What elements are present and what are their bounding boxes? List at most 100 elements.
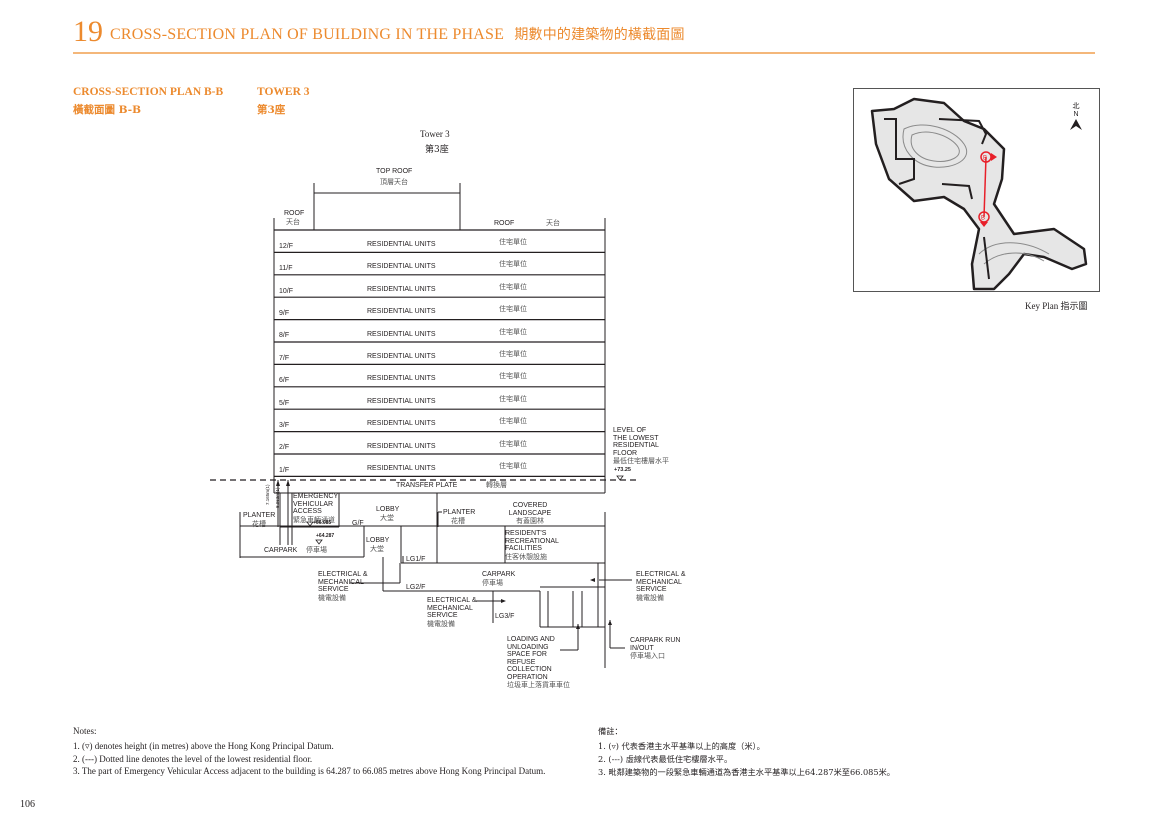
loading-line-2: UNLOADING xyxy=(507,643,549,651)
lowest-level-line-1: LEVEL OF xyxy=(613,427,647,434)
level-marker-icon xyxy=(616,475,624,481)
lowest-level-line-4: FLOOR xyxy=(613,449,638,457)
floor-use-zh: 住宅單位 xyxy=(499,462,527,470)
floor-row: 7/F RESIDENTIAL UNITS 住宅單位 xyxy=(274,342,605,364)
em-right-annotation: ELECTRICAL & MECHANICAL SERVICE 機電設備 xyxy=(636,571,686,602)
covered-landscape-annotation: COVERED LANDSCAPE 有蓋園林 xyxy=(508,502,552,525)
floor-row: 6/F RESIDENTIAL UNITS 住宅單位 xyxy=(274,364,605,386)
carpark-run-zh: 停車場入口 xyxy=(630,652,665,660)
page-title-en: CROSS-SECTION PLAN OF BUILDING IN THE PH… xyxy=(110,26,505,43)
lowest-level-line-3: RESIDENTIAL xyxy=(613,442,659,449)
site-outline xyxy=(870,97,1088,291)
em-left-line-3: SERVICE xyxy=(318,586,349,593)
floor-use: RESIDENTIAL UNITS xyxy=(367,397,436,405)
floor-use: RESIDENTIAL UNITS xyxy=(367,263,436,271)
carpark-lg2-label-zh: 停車場 xyxy=(482,579,503,587)
note-item-zh: 3. 毗鄰建築物的一段緊急車輛通道為香港主水平基準以上64.287米至66.08… xyxy=(598,767,895,777)
floor-use-zh: 住宅單位 xyxy=(499,238,527,246)
em-mid-annotation: ELECTRICAL & MECHANICAL SERVICE 機電設備 xyxy=(427,597,477,628)
notes-title-zh: 備註： xyxy=(598,726,623,736)
floor-use-zh: 住宅單位 xyxy=(499,350,527,358)
em-right-zh: 機電設備 xyxy=(636,593,664,602)
eva-level-upper: +66.085 xyxy=(313,520,332,526)
tower-label: TOWER 3 xyxy=(257,86,310,98)
page-title: CROSS-SECTION PLAN OF BUILDING IN THE PH… xyxy=(110,24,685,44)
lg1-label: LG1/F xyxy=(406,556,426,563)
plan-label-zh: 橫截面圖 B-B xyxy=(73,104,141,116)
dimension-1: 7.165m(1) xyxy=(265,484,270,505)
level-marker-icon xyxy=(306,521,314,527)
floor-use-zh: 住宅單位 xyxy=(499,260,527,269)
lobby-gf-label-zh: 大堂 xyxy=(380,514,394,522)
em-right-line-1: ELECTRICAL & xyxy=(636,571,686,578)
loading-annotation: LOADING AND UNLOADING SPACE FOR REFUSE C… xyxy=(507,636,570,689)
em-right-line-3: SERVICE xyxy=(636,586,667,593)
notes-en: Notes: 1. (▿) denotes height (in metres)… xyxy=(73,725,583,777)
tower-title-zh: 第3座 xyxy=(425,145,449,155)
eva-line-3: ACCESS xyxy=(293,508,322,515)
em-left-zh: 機電設備 xyxy=(318,593,346,602)
roof-left-label-zh: 天台 xyxy=(286,218,300,226)
floor-label: 11/F xyxy=(279,265,293,273)
notes-title: Notes: xyxy=(73,726,97,736)
lobby-lg1-label: LOBBY xyxy=(366,537,390,544)
north-label-zh: 北 xyxy=(1073,102,1080,110)
floor-use: RESIDENTIAL UNITS xyxy=(367,285,436,293)
section-marker-label-bottom: B xyxy=(981,216,985,222)
em-left-annotation: ELECTRICAL & MECHANICAL SERVICE 機電設備 xyxy=(318,571,368,602)
em-mid-line-2: MECHANICAL xyxy=(427,604,473,612)
floor-use: RESIDENTIAL UNITS xyxy=(367,330,436,338)
recreational-zh: 住客休憩設施 xyxy=(505,552,547,561)
recreational-line-2: RECREATIONAL xyxy=(505,537,559,545)
loading-line-1: LOADING AND xyxy=(507,636,555,643)
page-number: 106 xyxy=(20,799,35,810)
floor-label: 1/F xyxy=(279,466,290,474)
lobby-gf-label: LOBBY xyxy=(376,506,400,513)
carpark-run-line-1: CARPARK RUN xyxy=(630,637,681,644)
planter-right-label-zh: 花槽 xyxy=(451,517,465,525)
floor-use: RESIDENTIAL UNITS xyxy=(367,375,436,383)
transfer-plate-label: TRANSFER PLATE xyxy=(396,482,458,489)
lowest-level-annotation: LEVEL OF THE LOWEST RESIDENTIAL FLOOR 最低… xyxy=(613,427,669,465)
eva-zh: 緊急車輛通道 xyxy=(293,515,335,524)
loading-line-6: OPERATION xyxy=(507,673,548,681)
floor-row: 11/F RESIDENTIAL UNITS 住宅單位 xyxy=(274,252,605,274)
section-marker-label-top: B xyxy=(983,156,987,162)
covered-landscape-line-1: COVERED xyxy=(512,502,548,509)
floor-label: 7/F xyxy=(279,354,290,362)
floor-use: RESIDENTIAL UNITS xyxy=(367,353,436,360)
key-plan: B B 北 N xyxy=(853,88,1100,292)
top-roof-label-zh: 頂層天台 xyxy=(380,178,408,186)
loading-line-5: COLLECTION xyxy=(507,666,552,673)
em-right-line-2: MECHANICAL xyxy=(636,578,682,586)
floor-label: 6/F xyxy=(279,377,290,385)
page-title-zh: 期數中的建築物的橫截面圖 xyxy=(514,27,685,43)
recreational-line-1: RESIDENT'S xyxy=(505,530,547,537)
note-item-zh: 1. (▿) 代表香港主水平基準以上的高度（米）。 xyxy=(598,741,765,751)
floor-use-zh: 住宅單位 xyxy=(499,394,527,403)
planter-left-label: PLANTER xyxy=(243,512,276,519)
floor-label: 2/F xyxy=(279,444,290,452)
floor-use-zh: 住宅單位 xyxy=(499,439,527,448)
floor-use: RESIDENTIAL UNITS xyxy=(367,442,436,450)
floor-label: 5/F xyxy=(279,399,290,407)
planter-right-label: PLANTER xyxy=(443,509,476,516)
floor-use: RESIDENTIAL UNITS xyxy=(367,308,436,316)
loading-zh: 垃圾車上落貨車車位 xyxy=(507,681,570,689)
lg2-label: LG2/F xyxy=(406,584,426,591)
note-item: 1. (▿) denotes height (in metres) above … xyxy=(73,741,334,751)
floor-use-zh: 住宅單位 xyxy=(499,372,527,381)
top-roof-label: TOP ROOF xyxy=(376,168,413,175)
em-mid-line-1: ELECTRICAL & xyxy=(427,597,477,604)
recreational-annotation: RESIDENT'S RECREATIONAL FACILITIES 住客休憩設… xyxy=(505,530,559,561)
floor-use-zh: 住宅單位 xyxy=(499,282,527,291)
lowest-level-value: +73.25 xyxy=(614,467,631,473)
floor-row: 5/F RESIDENTIAL UNITS 住宅單位 xyxy=(274,387,605,409)
floor-use: RESIDENTIAL UNITS xyxy=(367,465,436,472)
